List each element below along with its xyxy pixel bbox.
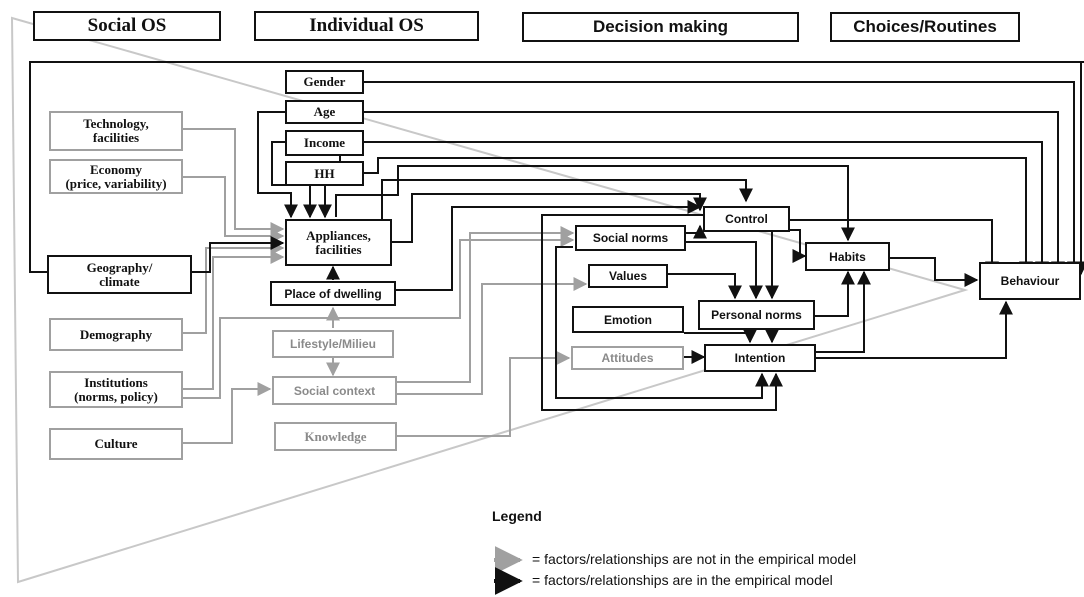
edge-intention-behaviour bbox=[816, 300, 1013, 359]
edge-intention-habits bbox=[816, 270, 871, 353]
edge-habits-behaviour bbox=[890, 257, 979, 287]
node-social-norms: Social norms bbox=[575, 225, 686, 251]
edge-geography-appliances bbox=[192, 236, 285, 273]
edge-age-behaviour bbox=[364, 111, 1065, 276]
edge-appliances-control bbox=[381, 179, 753, 225]
edge-hh-behaviour bbox=[364, 157, 1033, 276]
edge-control-habits bbox=[790, 229, 807, 263]
edge-socialcontext-values bbox=[397, 277, 588, 395]
edge-age-appliances bbox=[257, 111, 298, 219]
header-choices-routines: Choices/Routines bbox=[830, 12, 1020, 42]
edge-culture-socialcontext bbox=[183, 382, 272, 444]
edge-economy-appliances bbox=[183, 176, 285, 243]
edge-institutions-socialnorms bbox=[183, 233, 575, 399]
node-gender: Gender bbox=[285, 70, 364, 94]
edge-socialcontext-socialnorms bbox=[397, 226, 575, 383]
node-intention: Intention bbox=[704, 344, 816, 372]
node-institutions: Institutions (norms, policy) bbox=[49, 371, 183, 408]
legend-gray-label: = factors/relationships are not in the e… bbox=[532, 551, 857, 567]
background-triangle bbox=[10, 16, 969, 584]
node-geography-climate: Geography/ climate bbox=[47, 255, 192, 294]
edge-institutions-appliances bbox=[183, 250, 285, 390]
edge-control-intention bbox=[541, 214, 783, 411]
node-control: Control bbox=[703, 206, 790, 232]
node-lifestyle-milieu: Lifestyle/Milieu bbox=[272, 330, 394, 358]
header-individual-os: Individual OS bbox=[254, 11, 479, 41]
node-culture: Culture bbox=[49, 428, 183, 460]
header-social-os: Social OS bbox=[33, 11, 221, 41]
legend-title: Legend bbox=[492, 508, 542, 524]
edge-income-appliances bbox=[271, 141, 317, 219]
node-values: Values bbox=[588, 264, 668, 288]
node-hh: HH bbox=[285, 161, 364, 186]
node-knowledge: Knowledge bbox=[274, 422, 397, 451]
edge-place-control bbox=[396, 200, 702, 291]
edge-demography-appliances bbox=[183, 241, 285, 334]
edge-technology-appliances bbox=[183, 128, 285, 236]
node-emotion: Emotion bbox=[572, 306, 684, 333]
edge-values-personalnorms bbox=[668, 273, 742, 300]
edge-knowledge-attitudes bbox=[397, 351, 571, 437]
edge-gender-behaviour bbox=[364, 81, 1081, 276]
edge-socialnorms-personalnorms bbox=[686, 241, 763, 300]
edge-emotion-intention bbox=[684, 329, 757, 344]
edge-income-behaviour bbox=[364, 141, 1049, 276]
node-personal-norms: Personal norms bbox=[698, 300, 815, 330]
node-age: Age bbox=[285, 100, 364, 124]
header-decision-making: Decision making bbox=[522, 12, 799, 42]
legend-black-label: = factors/relationships are in the empir… bbox=[532, 572, 833, 588]
node-attitudes: Attitudes bbox=[571, 346, 684, 370]
node-demography: Demography bbox=[49, 318, 183, 351]
edge-personalnorms-habits bbox=[815, 270, 855, 317]
node-social-context: Social context bbox=[272, 376, 397, 405]
node-habits: Habits bbox=[805, 242, 890, 271]
node-income: Income bbox=[285, 130, 364, 156]
edge-control-behaviour bbox=[790, 219, 999, 276]
node-economy: Economy (price, variability) bbox=[49, 159, 183, 194]
edge-geography-behaviour bbox=[29, 61, 1084, 273]
node-place-of-dwelling: Place of dwelling bbox=[270, 281, 396, 306]
node-technology-facilities: Technology, facilities bbox=[49, 111, 183, 151]
edge-socialnorms-intention bbox=[555, 246, 769, 399]
edge-appliances-control-b bbox=[392, 193, 707, 243]
edge-socialnorms-control bbox=[686, 224, 707, 239]
node-appliances-facilities: Appliances, facilities bbox=[285, 219, 392, 266]
node-behaviour: Behaviour bbox=[979, 262, 1081, 300]
